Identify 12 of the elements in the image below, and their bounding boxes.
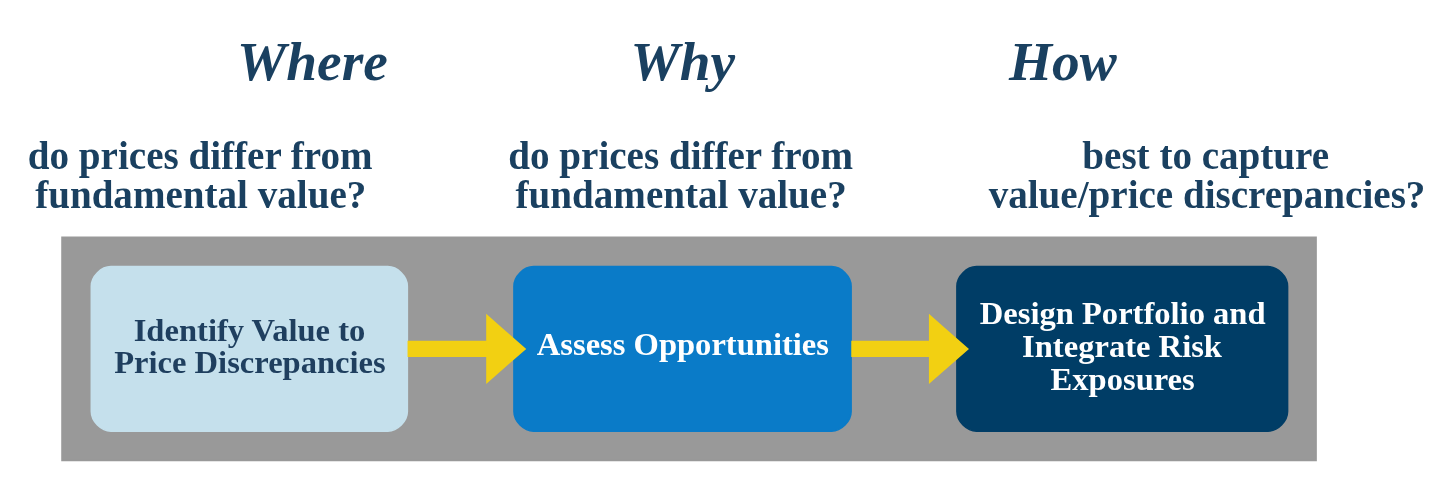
label: Where xyxy=(237,30,388,92)
label: Why xyxy=(630,30,736,92)
cluster xyxy=(61,236,1317,462)
label: do prices differ from fundamental value? xyxy=(27,134,373,217)
node-box: Identify Value to Price Discrepancies xyxy=(90,265,409,432)
node-box: Design Portfolio and Integrate Risk Exposures xyxy=(956,265,1289,432)
label: How xyxy=(1009,30,1117,92)
arrow xyxy=(407,313,527,384)
node-box: Assess Opportunities xyxy=(513,265,852,432)
arrow xyxy=(851,313,969,384)
label: do prices differ from fundamental value? xyxy=(508,134,854,217)
label: best to capture value/price discrepancies? xyxy=(988,134,1426,217)
